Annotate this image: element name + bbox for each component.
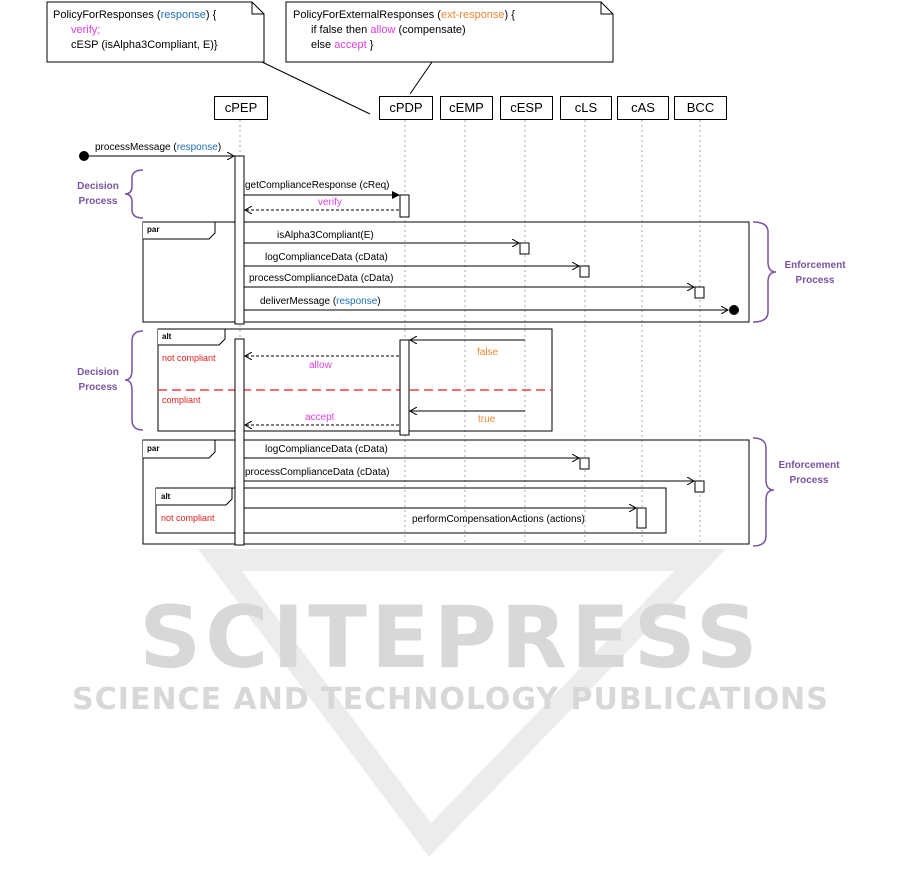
activation-bcc-1	[694, 286, 705, 299]
msg-process-compliance-data-1: processComplianceData (cData)	[249, 273, 394, 284]
msg-process-message: processMessage (response)	[95, 142, 222, 153]
msg-verify: verify	[318, 197, 342, 208]
lost-message-end	[729, 305, 739, 315]
msg-get-compliance-response: getComplianceResponse (cReq)	[245, 180, 390, 191]
msg-log-compliance-data-1: logComplianceData (cData)	[265, 252, 388, 263]
msg-accept: accept	[305, 412, 335, 423]
fragment-par-1	[142, 221, 750, 323]
lifeline-head-cpdp: cPDP	[379, 96, 433, 120]
note-right-line-2: if false then allow (compensate)	[311, 24, 466, 36]
watermark-title: SCITEPRESS	[139, 588, 762, 688]
fragment-alt-1-label: alt	[162, 332, 172, 341]
brace-enforcement-2	[752, 437, 775, 547]
note-left-connector	[261, 61, 371, 115]
activation-cpdp-2	[399, 339, 410, 436]
note-right	[285, 1, 614, 63]
brace-enforcement-1	[752, 221, 777, 323]
msg-log-compliance-data-2: logComplianceData (cData)	[265, 444, 388, 455]
msg-true: true	[478, 414, 496, 425]
msg-process-compliance-data-2: processComplianceData (cData)	[245, 467, 390, 478]
fragment-alt-1	[157, 328, 553, 432]
msg-false: false	[477, 347, 499, 358]
brace-decision-1	[124, 169, 144, 219]
fragment-par-2-label: par	[147, 444, 160, 453]
lifeline-head-cas: cAS	[617, 96, 669, 120]
lifeline-head-cls: cLS	[560, 96, 612, 120]
activation-cpep-2	[234, 338, 245, 546]
watermark-logo-shape	[198, 549, 726, 857]
note-right-connector	[409, 61, 433, 95]
activation-bcc-2	[694, 480, 705, 493]
note-left-line-3: cESP (isAlpha3Compliant, E)}	[71, 39, 218, 51]
alt-1-guard-compliant: compliant	[162, 395, 201, 405]
note-left-text: PolicyForResponses (response) { verify; …	[53, 8, 218, 53]
lifeline-head-cemp: cEMP	[440, 96, 493, 120]
msg-allow: allow	[309, 360, 332, 371]
activation-cpep-1	[234, 155, 245, 325]
activation-cls-2	[579, 457, 590, 470]
lifeline-head-cesp: cESP	[500, 96, 553, 120]
alt-1-guard-not-compliant: not compliant	[162, 353, 216, 363]
activation-cpdp-1	[399, 194, 410, 218]
note-right-text: PolicyForExternalResponses (ext-response…	[293, 8, 515, 53]
brace-decision-2	[124, 330, 144, 431]
note-right-line-3: else accept }	[311, 39, 374, 51]
watermark-subtitle: SCIENCE AND TECHNOLOGY PUBLICATIONS	[72, 682, 829, 717]
msg-is-alpha3-compliant: isAlpha3Compliant(E)	[277, 230, 374, 241]
msg-perform-compensation-actions: performCompensationActions (actions)	[412, 514, 585, 525]
note-left-line-1: PolicyForResponses (response) {	[53, 9, 217, 21]
lifeline-head-cpep: cPEP	[214, 96, 268, 120]
fragment-par-1-label: par	[147, 225, 160, 234]
activation-cesp	[519, 242, 530, 255]
note-left-line-2: verify;	[71, 24, 101, 36]
activation-cls-1	[579, 265, 590, 278]
alt-2-guard-not-compliant: not compliant	[161, 513, 215, 523]
activation-cas	[636, 507, 647, 529]
fragment-alt-2	[155, 487, 667, 534]
note-right-line-1: PolicyForExternalResponses (ext-response…	[293, 9, 515, 21]
fragment-alt-2-label: alt	[161, 492, 171, 501]
note-left	[46, 1, 265, 63]
fragment-par-2	[142, 439, 750, 545]
lifeline-head-bcc: BCC	[674, 96, 727, 120]
msg-deliver-message: deliverMessage (response)	[260, 296, 381, 307]
